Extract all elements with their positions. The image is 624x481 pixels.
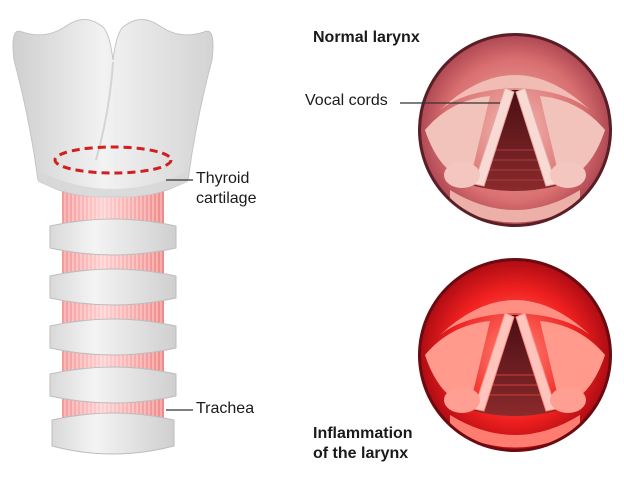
normal-larynx-title: Normal larynx — [313, 29, 420, 46]
trachea-ring-bottom — [51, 412, 175, 455]
inflamed-vocal-cord-left — [473, 312, 515, 412]
thyroid-cartilage-label-line1: Thyroid — [196, 170, 250, 187]
inflamed-larynx-view — [418, 258, 612, 452]
thyroid-cartilage-illustration — [12, 19, 214, 198]
trachea-ring — [49, 366, 177, 404]
vocal-cords-label: Vocal cords — [305, 92, 388, 109]
vocal-cord-right — [515, 87, 557, 187]
trachea-illustration — [49, 180, 177, 455]
trachea-label: Trachea — [196, 400, 255, 417]
inflamed-larynx-title-line2: of the larynx — [313, 445, 409, 462]
dashed-marker — [53, 145, 173, 175]
vocal-cord-left — [473, 87, 515, 187]
trachea-ring — [49, 218, 177, 256]
trachea-ring — [49, 268, 177, 306]
trachea-ring — [49, 318, 177, 356]
thyroid-cartilage-label-line2: cartilage — [196, 190, 257, 207]
thyroid-cartilage-shape — [12, 19, 214, 198]
normal-larynx-view — [418, 33, 612, 227]
inflamed-larynx-title-line1: Inflammation — [313, 425, 413, 442]
inflamed-vocal-cord-right — [515, 312, 557, 412]
